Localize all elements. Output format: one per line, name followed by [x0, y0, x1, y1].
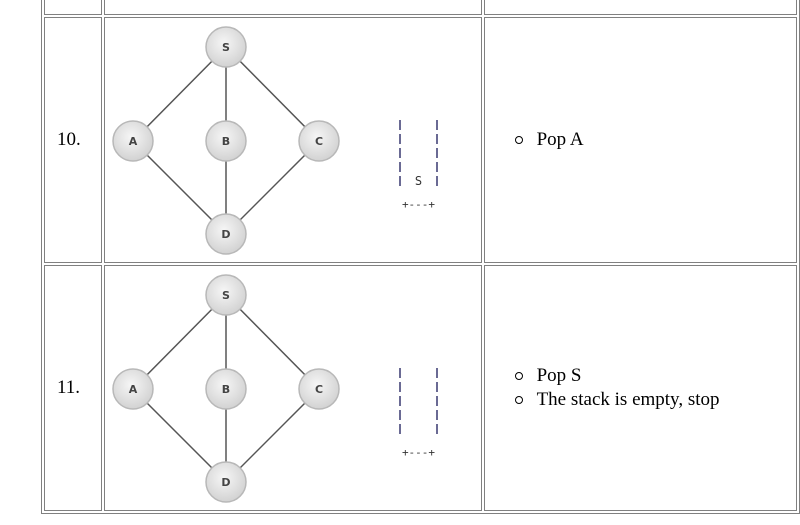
node-d-label: D	[221, 476, 230, 489]
table-row	[44, 0, 797, 15]
table-row: 10.	[44, 17, 797, 263]
node-b-label: B	[221, 383, 229, 396]
edge-s-a	[132, 46, 227, 142]
node-s-label: S	[222, 41, 230, 54]
stack-item: S	[414, 174, 421, 188]
description-cell	[483, 0, 797, 15]
graph-cell: S A B C D	[103, 17, 482, 263]
node-s: S	[204, 26, 247, 68]
node-d: D	[204, 461, 247, 503]
graph-diagram: S A B C D	[111, 26, 438, 255]
node-b-label: B	[221, 135, 229, 148]
step-number: 10.	[44, 17, 102, 263]
node-c-label: C	[315, 135, 323, 148]
node-c-label: C	[315, 383, 323, 396]
node-s: S	[204, 274, 247, 316]
step-number: 11.	[44, 265, 102, 511]
node-b: B	[204, 120, 247, 162]
node-a: A	[111, 368, 154, 410]
node-b: B	[204, 368, 247, 410]
graph-partial	[105, 0, 481, 14]
node-a: A	[111, 120, 154, 162]
description-cell: Pop A	[483, 17, 797, 263]
list-item: The stack is empty, stop	[514, 388, 796, 412]
graph-cell: S A B C D	[103, 265, 482, 511]
edge-a-d	[132, 388, 227, 483]
step-list: Pop S The stack is empty, stop	[485, 364, 796, 412]
node-c: C	[297, 368, 340, 410]
stack-diagram: S +---+	[398, 120, 438, 211]
description-cell: Pop S The stack is empty, stop	[483, 265, 797, 511]
node-d: D	[204, 213, 247, 255]
table-row: 11.	[44, 265, 797, 511]
graph-diagram: S A B C D	[111, 274, 438, 503]
step-list: Pop A	[485, 128, 796, 152]
edge-c-d	[225, 140, 320, 235]
stack-base: +---+	[402, 446, 435, 459]
node-a-label: A	[128, 383, 137, 396]
edge-c-d	[225, 388, 320, 483]
edge-s-c	[225, 46, 320, 142]
edge-a-d	[132, 140, 227, 235]
stack-base: +---+	[402, 198, 435, 211]
edge-s-a	[132, 294, 227, 390]
node-c: C	[297, 120, 340, 162]
dfs-steps-table: 10.	[41, 0, 800, 514]
list-item: Pop S	[514, 364, 796, 388]
stack-diagram: +---+	[398, 368, 438, 459]
list-item: Pop A	[514, 128, 796, 152]
step-number-cell	[44, 0, 102, 15]
edge-s-c	[225, 294, 320, 390]
node-d-label: D	[221, 228, 230, 241]
node-a-label: A	[128, 135, 137, 148]
graph-cell	[103, 0, 482, 15]
node-s-label: S	[222, 289, 230, 302]
